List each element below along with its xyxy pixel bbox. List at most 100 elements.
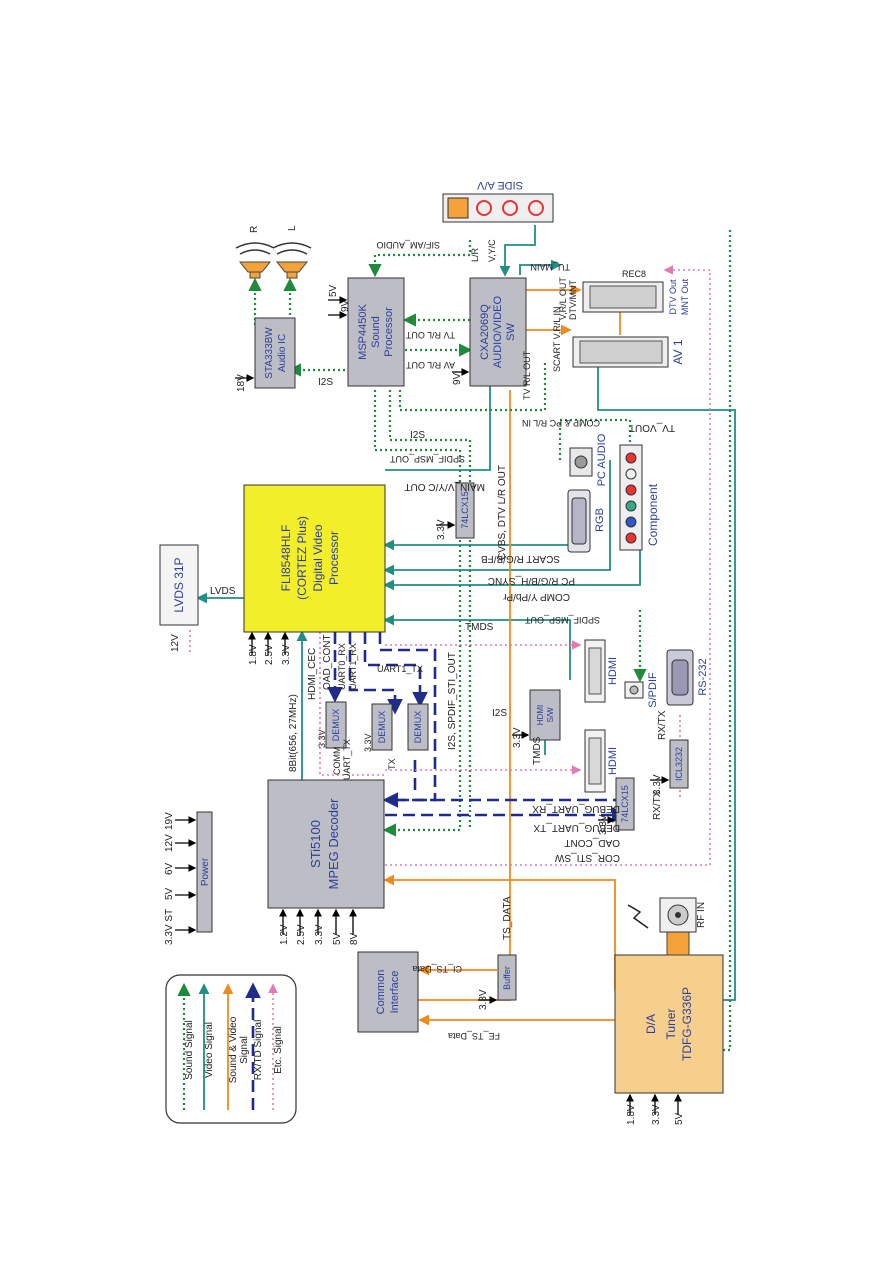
demux-3: DEMUX — [407, 703, 429, 751]
label-oad-cont-2: OAD_CONT — [564, 837, 620, 848]
mpeg-decoder-block: STi5100 MPEG Decoder — [267, 779, 385, 909]
supply-pw-1: 3.3V ST — [164, 909, 175, 945]
sound-line-i2s — [373, 390, 462, 830]
side-av-connector: SIDE A/V — [442, 179, 554, 223]
dvp-line-2: (CORTEZ Plus) — [295, 516, 309, 600]
dtv-scart: DTV Out MNT Out REC8 — [582, 269, 690, 315]
common-interface-block: Common Interface — [357, 951, 419, 1033]
speaker-l-icon: L — [272, 225, 312, 279]
tuner-pw-3: 5V — [674, 1112, 685, 1125]
mpeg-pw-5: 8V — [349, 932, 360, 945]
tuner-pw-1: 1.8V — [626, 1104, 637, 1125]
video-line-tmds — [383, 614, 571, 680]
dvp-line-1: FLI8548HLF — [279, 525, 293, 592]
label-ci-ts: CI_TS_Data — [412, 964, 462, 974]
supply-pw-2: 5V — [164, 887, 175, 900]
supply-pw-4: 12V — [164, 834, 175, 852]
label-uart1-tx: UART1_TX — [377, 664, 423, 674]
ci-line-1: Common — [375, 970, 387, 1015]
label-spdif-msp-out-2: SPDIF_MSP_OUT — [524, 615, 600, 625]
hdmisw-pw: 3.3V — [512, 727, 523, 748]
ci-line-2: Interface — [389, 971, 401, 1014]
label-scart-vrl: SCART V,R/L IN — [552, 306, 562, 372]
sv-line-ts-data — [383, 874, 616, 990]
lcx-bottom-pw: 3.3V — [598, 814, 609, 835]
pc-audio-label: PC AUDIO — [596, 433, 608, 486]
sound-line-3: Processor — [383, 307, 395, 357]
label-tmds: TMDS — [465, 622, 494, 633]
demux-2-label: DEMUX — [377, 711, 387, 744]
legend-sv-2: Signal — [239, 1036, 250, 1064]
label-i2s: I2S — [492, 708, 507, 719]
mpeg-pw-1: 1.2V — [279, 924, 290, 945]
sound-processor-block: MSP4450K Sound Processor — [347, 277, 405, 387]
mpeg-power-pins: 1.2V 2.5V 3.3V 5V 8V — [279, 908, 360, 945]
rf-in-connector: RF IN — [627, 897, 707, 956]
label-uart-tx: UART_TX — [342, 739, 352, 780]
icl-label: ICL3232 — [674, 747, 684, 781]
demux-1-pw: 3.3V — [317, 729, 327, 748]
label-i2s-sp: I2S — [318, 377, 333, 388]
label-8bit: 8Bit(656, 27MHz) — [288, 694, 299, 772]
lvds-label: LVDS 31P — [172, 557, 186, 612]
dvp-pw-3: 3.3V — [281, 644, 292, 665]
speaker-r-icon: R — [235, 226, 275, 279]
label-tu-main: TU_MAIN — [530, 262, 570, 272]
audioic-pw: 18V — [236, 374, 247, 392]
dtv-out-label: DTV Out — [668, 279, 678, 315]
mpeg-pw-3: 3.3V — [314, 924, 325, 945]
avsw-line-3: SW — [505, 323, 517, 341]
avsw-line-2: AUDIO/VIDEO — [492, 295, 504, 368]
label-i2s-mid: I2S — [410, 430, 425, 441]
audioic-line-1: STA333BW — [264, 327, 275, 379]
avsw-pw: 9V — [452, 372, 463, 385]
speaker-l-label: L — [287, 225, 298, 231]
label-tv-rl-out: TV R/L OUT — [522, 350, 532, 400]
mpeg-title: STi5100 — [308, 820, 323, 868]
label-rx-tx-1: RX/TX — [652, 790, 663, 820]
mnt-out-label: MNT Out — [680, 278, 690, 315]
side-av-label: SIDE A/V — [476, 179, 523, 191]
power-label: Power — [200, 857, 211, 886]
video-processor-block: FLI8548HLF (CORTEZ Plus) Digital Video P… — [243, 484, 386, 633]
legend: Sound Signal Video Signal Sound & Video … — [165, 974, 297, 1124]
demux-2: DEMUX — [371, 703, 393, 751]
label-uart0-rx: UART0_RX — [337, 643, 347, 690]
legend-sound: Sound Signal — [184, 1020, 195, 1080]
hdmi-a-label: HDMI — [607, 657, 619, 685]
etc-line-oad — [319, 632, 385, 776]
buffer-pw: 3.3V — [478, 989, 489, 1010]
icl-block: ICL3232 — [669, 739, 689, 789]
hdmi-connector-b: HDMI — [584, 729, 619, 793]
component-label: Component — [646, 483, 660, 546]
video-line-tu-main — [519, 259, 562, 275]
label-rx-tx-2: RX/TX — [657, 710, 668, 740]
lcx-top-pw: 3.3V — [436, 519, 447, 540]
label-tx: TX — [387, 758, 397, 770]
hdmi-b-label: HDMI — [607, 747, 619, 775]
av1-label: AV 1 — [671, 339, 685, 364]
sound-line-comp-pc — [398, 360, 547, 412]
mpeg-pw-4: 5V — [332, 932, 343, 945]
spdif-connector: S/PDIF — [624, 672, 659, 708]
dvp-line-3: Digital Video — [311, 524, 325, 591]
label-tmds-2: TMDS — [532, 736, 543, 765]
label-lvds: LVDS — [210, 586, 236, 597]
sound-line-sif — [368, 240, 472, 278]
lcx-bottom-label: 74LCX15 — [620, 785, 630, 823]
tuner-line-1: D/A — [644, 1014, 658, 1034]
label-sif-am: SIF/AM_AUDIO — [376, 240, 440, 250]
label-spdif-msp-out: SPDIF_MSP_OUT — [389, 454, 465, 464]
video-line-main-vyc — [385, 385, 491, 471]
sound-pw-5v: 5V — [328, 284, 339, 297]
supply-power-pins: 3.3V ST 5V 6V 12V 19V — [164, 812, 197, 945]
demux-3-label: DEMUX — [413, 711, 423, 744]
legend-sv-1: Sound & Video — [228, 1016, 239, 1083]
label-lr: L/R — [470, 247, 480, 262]
buffer-label: Buffer — [502, 966, 512, 990]
label-av-rl-out: AV R/L OUT — [405, 360, 455, 370]
demux-1: DEMUX — [325, 701, 347, 749]
tuner-power-pins: 1.8V 3.3V 5V — [626, 1093, 685, 1125]
sound-line-tuner-sif — [722, 230, 732, 1052]
